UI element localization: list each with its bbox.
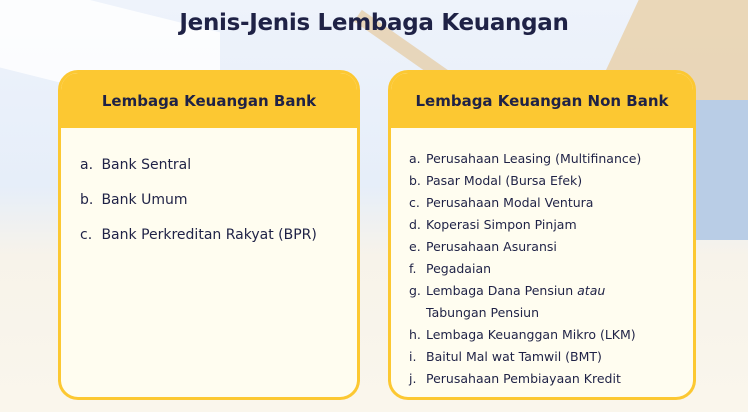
item-label: f. [409, 261, 417, 276]
list-item: d. Koperasi Simpon Pinjam [409, 214, 693, 236]
item-text: Lembaga Dana Pensiun [426, 283, 574, 298]
list-item-continuation: Tabungan Pensiun [409, 302, 693, 324]
item-label: a. [80, 157, 94, 173]
list-item: g. Lembaga Dana Pensiun atau [409, 280, 693, 302]
item-text: Pegadaian [426, 261, 492, 276]
background-decoration [690, 100, 748, 240]
list-item: a. Perusahaan Leasing (Multifinance) [409, 148, 693, 170]
item-label: j. [409, 371, 417, 386]
item-label: i. [409, 349, 417, 364]
item-text-italic: atau [577, 283, 606, 298]
bank-card-heading: Lembaga Keuangan Bank [61, 73, 357, 128]
list-item: f. Pegadaian [409, 258, 693, 280]
item-label: a. [409, 151, 421, 166]
list-item: j. Perusahaan Pembiayaan Kredit [409, 368, 693, 390]
item-text: Pasar Modal (Bursa Efek) [426, 173, 583, 188]
item-label: g. [409, 283, 421, 298]
item-text: Perusahaan Pembiayaan Kredit [426, 371, 621, 386]
list-item: e. Perusahaan Asuransi [409, 236, 693, 258]
list-item: h. Lembaga Keuanggan Mikro (LKM) [409, 324, 693, 346]
bank-card: Lembaga Keuangan Bank a. Bank Sentral b.… [58, 70, 360, 400]
item-label: c. [409, 195, 420, 210]
item-text: Lembaga Keuanggan Mikro (LKM) [426, 327, 636, 342]
list-item: c. Perusahaan Modal Ventura [409, 192, 693, 214]
list-item: b. Pasar Modal (Bursa Efek) [409, 170, 693, 192]
item-text: Perusahaan Leasing (Multifinance) [426, 151, 642, 166]
item-label: d. [409, 217, 421, 232]
list-item: i. Baitul Mal wat Tamwil (BMT) [409, 346, 693, 368]
list-item: c. Bank Perkreditan Rakyat (BPR) [80, 225, 357, 260]
item-label: h. [409, 327, 421, 342]
item-text: Bank Umum [101, 192, 188, 208]
item-text: Bank Perkreditan Rakyat (BPR) [101, 227, 317, 243]
nonbank-card: Lembaga Keuangan Non Bank a. Perusahaan L… [388, 70, 696, 400]
item-text: Tabungan Pensiun [426, 305, 540, 320]
page-title: Jenis-Jenis Lembaga Keuangan [179, 10, 569, 36]
item-text: Baitul Mal wat Tamwil (BMT) [426, 349, 602, 364]
item-text: Perusahaan Asuransi [426, 239, 557, 254]
nonbank-card-heading: Lembaga Keuangan Non Bank [391, 73, 693, 128]
item-label: b. [80, 192, 94, 208]
nonbank-list: a. Perusahaan Leasing (Multifinance) b. Pa… [391, 128, 693, 390]
item-text: Bank Sentral [101, 157, 192, 173]
bank-list: a. Bank Sentral b. Bank Umum c. Bank Per… [61, 128, 357, 260]
item-text: Koperasi Simpon Pinjam [426, 217, 577, 232]
item-label: c. [80, 227, 93, 243]
item-label: e. [409, 239, 421, 254]
item-text: Perusahaan Modal Ventura [426, 195, 594, 210]
list-item: a. Bank Sentral [80, 155, 357, 190]
list-item: b. Bank Umum [80, 190, 357, 225]
item-label: b. [409, 173, 421, 188]
